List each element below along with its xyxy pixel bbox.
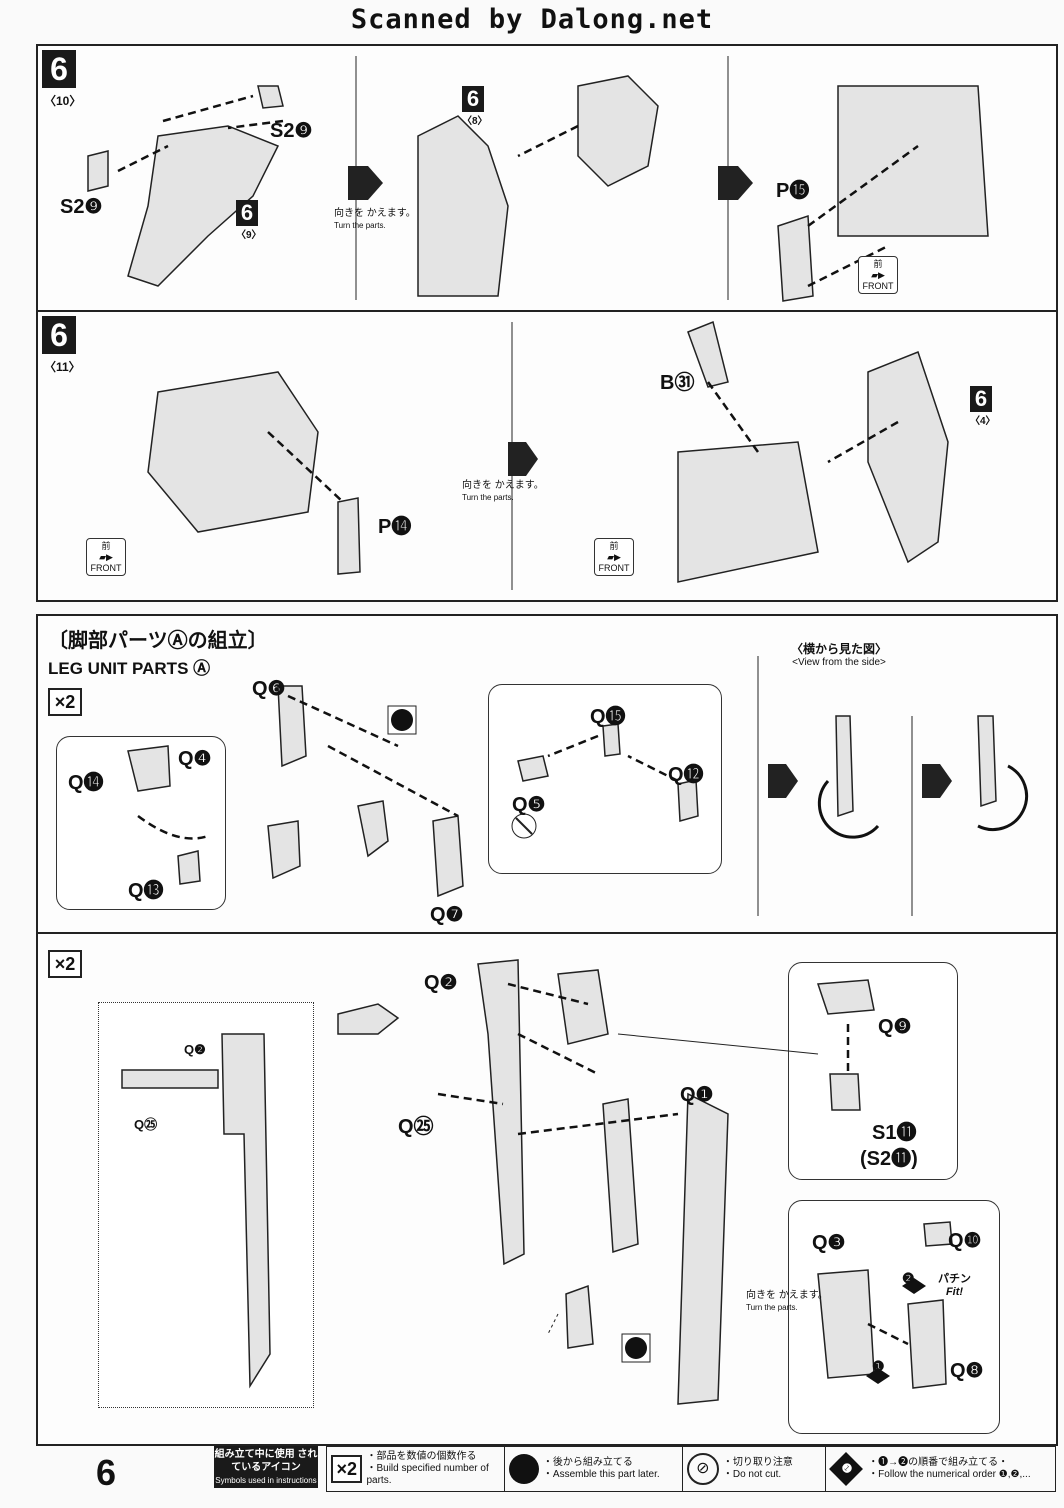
legend-ja: ・切り取り注意 xyxy=(722,1457,793,1468)
part-label: B㉛ xyxy=(660,372,695,394)
part-label: S1⓫ xyxy=(872,1122,917,1144)
order-step-2: ❷ xyxy=(902,1270,915,1286)
turn-note-en: Turn the parts. xyxy=(462,493,514,502)
ref-substep-label: 〈8〉 xyxy=(462,116,488,127)
step-number-badge: 6 xyxy=(42,316,76,354)
part-label: Q❿ xyxy=(948,1230,982,1252)
ref-step-badge: 6 xyxy=(970,386,992,412)
legend-ja: ・後から組み立てる xyxy=(542,1457,633,1468)
step-substep-label: 〈10〉 xyxy=(44,94,82,108)
front-ja: 前 xyxy=(101,541,111,551)
order-icon: ❶ xyxy=(829,1452,864,1486)
part-label: (S2⓫) xyxy=(860,1148,918,1170)
turn-note-ja: 向きを かえます。 xyxy=(462,480,544,491)
turn-note-en: Turn the parts. xyxy=(334,221,386,230)
step-substep-label: 〈11〉 xyxy=(44,360,81,374)
step-panel-6-10: 6 〈10〉 S2❾ S2❾ 6 〈9〉 6 〈8〉 P⓯ 向きを かえます。 … xyxy=(36,44,1058,312)
symbols-title-en: Symbols used in instructions xyxy=(215,1476,317,1485)
order-step-1: ❶ xyxy=(872,1358,885,1374)
front-arrow-icon: ▰▶ xyxy=(99,552,113,562)
front-ja: 前 xyxy=(873,259,883,269)
turn-parts-note: 向きを かえます。 Turn the parts. xyxy=(746,1290,828,1314)
no-cut-icon: ⊘ xyxy=(686,1453,719,1485)
front-en: FRONT xyxy=(598,563,630,573)
front-en: FRONT xyxy=(862,281,894,291)
front-arrow-icon: ▰▶ xyxy=(607,552,621,562)
legend-ja: ・❶→❷の順番で組み立てる・ xyxy=(868,1457,1009,1468)
sub-assembly-bubble-q9 xyxy=(788,962,958,1180)
leg-illustration xyxy=(127,656,1029,916)
part-label: Q⓮ xyxy=(68,772,104,794)
front-arrow-icon: ▰▶ xyxy=(871,270,885,280)
ref-substep-label: 〈9〉 xyxy=(236,230,262,241)
part-label: S2❾ xyxy=(270,120,313,142)
legend-ja: ・部品を数値の個数作る xyxy=(366,1451,477,1462)
front-ja: 前 xyxy=(609,541,619,551)
legend-en: ・Do not cut. xyxy=(722,1469,782,1480)
part-label-small: Q❷ xyxy=(184,1042,206,1057)
fit-ja: パチン xyxy=(938,1273,971,1285)
part-label: P⓯ xyxy=(776,180,810,202)
multiplier-icon: ×2 xyxy=(331,1455,363,1483)
ref-step-badge: 6 xyxy=(236,200,258,226)
lower-leg-illustration xyxy=(121,959,953,1405)
part-label: Q❹ xyxy=(178,748,212,770)
part-label: P⓮ xyxy=(378,516,412,538)
lower-leg-section: ×2 Q❷ Q❷ Q㉕ Q㉕ Q❶ Q❾ S1⓫ (S2⓫) Q❸ Q❿ xyxy=(36,932,1058,1446)
turn-note-en: Turn the parts. xyxy=(746,1303,798,1312)
ref-substep-label: 〈4〉 xyxy=(970,416,996,427)
fit-en: Fit! xyxy=(945,1286,964,1298)
symbols-legend-title: 組み立て中に使用 されているアイコン Symbols used in instr… xyxy=(214,1446,318,1488)
scan-watermark: Scanned by Dalong.net xyxy=(350,4,714,35)
part-label: Q❽ xyxy=(950,1360,984,1382)
part-label: Q⓭ xyxy=(128,880,164,902)
legend-row: ×2 ・部品を数値の個数作る ・Build specified number o… xyxy=(326,1446,1056,1492)
legend-item-multiply: ×2 ・部品を数値の個数作る ・Build specified number o… xyxy=(327,1447,505,1491)
assemble-later-icon xyxy=(508,1454,539,1484)
part-label: Q⓯ xyxy=(590,706,626,728)
multiplier-badge: ×2 xyxy=(48,688,82,716)
front-en: FRONT xyxy=(90,563,122,573)
leg-unit-section: 〔脚部パーツⒶの組立〕 LEG UNIT PARTS Ⓐ ×2 Q❻ Q❹ Q⓮… xyxy=(36,614,1058,934)
section-title-en: LEG UNIT PARTS Ⓐ xyxy=(48,659,211,678)
part-label: Q㉕ xyxy=(398,1116,434,1138)
legend-en: ・Follow the numerical order ❶,❷,... xyxy=(868,1469,1031,1480)
side-view-en: <View from the side> xyxy=(792,657,886,668)
turn-note-ja: 向きを かえます。 xyxy=(746,1290,828,1301)
front-indicator: 前 ▰▶ FRONT xyxy=(594,538,634,576)
part-label: Q❺ xyxy=(512,794,546,816)
legend-item-assemble-later: ・後から組み立てる ・Assemble this part later. xyxy=(505,1447,683,1491)
step-number-badge: 6 xyxy=(42,50,76,88)
section-title-ja: 〔脚部パーツⒶの組立〕 xyxy=(48,630,268,652)
ref-step-badge: 6 xyxy=(462,86,484,112)
front-indicator: 前 ▰▶ FRONT xyxy=(86,538,126,576)
legend-item-no-cut: ⊘ ・切り取り注意 ・Do not cut. xyxy=(683,1447,827,1491)
step-panel-6-11: 6 〈11〉 P⓮ B㉛ 6 〈4〉 向きを かえます。 Turn the pa… xyxy=(36,310,1058,602)
part-label: Q❻ xyxy=(252,678,286,700)
assembly-illustration-2 xyxy=(147,320,949,590)
legend-en: ・Assemble this part later. xyxy=(542,1469,660,1480)
fit-note: パチン Fit! xyxy=(938,1270,971,1298)
multiplier-badge: ×2 xyxy=(48,950,82,978)
legend-en: ・Build specified number of parts. xyxy=(366,1463,489,1486)
turn-parts-note: 向きを かえます。 Turn the parts. xyxy=(462,480,544,504)
part-label: Q⓬ xyxy=(668,764,704,786)
turn-parts-note: 向きを かえます。 Turn the parts. xyxy=(334,208,416,232)
part-label: Q❸ xyxy=(812,1232,846,1254)
part-label: S2❾ xyxy=(60,196,103,218)
symbols-title-ja: 組み立て中に使用 されているアイコン xyxy=(214,1449,318,1473)
turn-note-ja: 向きを かえます。 xyxy=(334,208,416,219)
sub-assembly-bubble-q3 xyxy=(788,1200,1000,1434)
side-view-ja: 〈横から見た図〉 xyxy=(790,642,887,656)
part-label: Q❾ xyxy=(878,1016,912,1038)
front-indicator: 前 ▰▶ FRONT xyxy=(858,256,898,294)
part-label-small: Q㉕ xyxy=(134,1117,158,1132)
part-label: Q❷ xyxy=(424,972,458,994)
legend-item-order: ❶ ・❶→❷の順番で組み立てる・ ・Follow the numerical o… xyxy=(826,1447,1055,1491)
page-number: 6 xyxy=(96,1452,117,1493)
part-label: Q❶ xyxy=(680,1084,714,1106)
assembly-illustration-1 xyxy=(87,56,989,302)
part-label: Q❼ xyxy=(430,904,464,926)
side-view-caption: 〈横から見た図〉 <View from the side> xyxy=(764,640,914,668)
